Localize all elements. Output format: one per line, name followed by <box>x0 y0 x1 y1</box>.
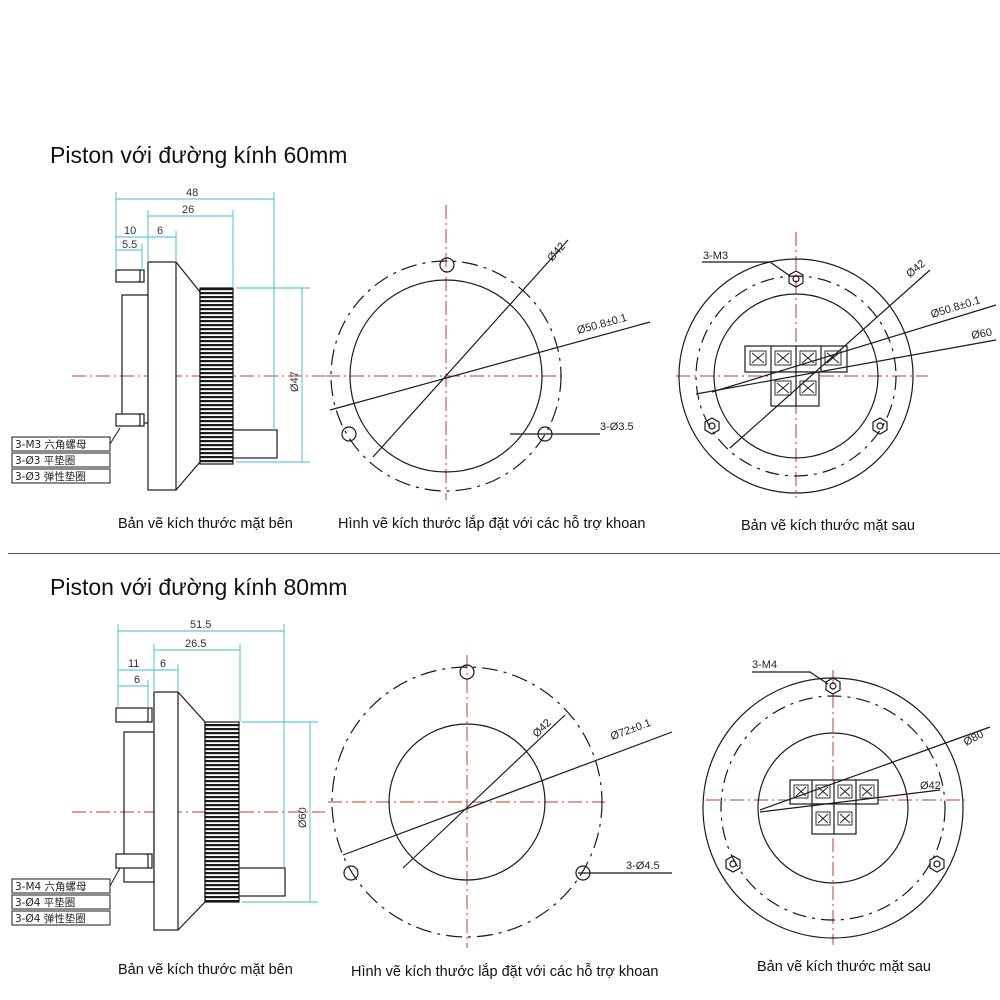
dim-b-60: 6 <box>157 225 163 237</box>
dim-overall-60: 48 <box>186 187 198 199</box>
side-view-60 <box>72 192 325 491</box>
back-80-thread: 3-M4 <box>752 659 777 671</box>
dim-c-80: 6 <box>134 674 140 686</box>
dim-overall-80: 51.5 <box>190 619 211 631</box>
dim-dia-80: Ø60 <box>297 807 309 828</box>
mount-60-pcd: Ø50.8±0.1 <box>576 312 629 337</box>
caption-back-60: Bản vẽ kích thước mặt sau <box>741 518 915 534</box>
mount-80-holes: 3-Ø4.5 <box>626 860 660 872</box>
mount-view-80 <box>328 655 673 948</box>
hardware-80-spring-washer: 3-Ø4 弹性垫圈 <box>15 912 86 925</box>
dim-c-60: 5.5 <box>122 239 137 251</box>
caption-mount-60: Hình vẽ kích thước lắp đặt với các hỗ tr… <box>338 516 646 532</box>
hardware-table-60 <box>11 427 121 484</box>
hardware-table-80 <box>11 867 121 926</box>
back-view-80 <box>702 670 991 945</box>
mount-80-inner-dia: Ø42 <box>531 717 554 740</box>
hardware-60-nut: 3-M3 六角螺母 <box>15 439 87 451</box>
back-80-d1: Ø80 <box>962 728 986 748</box>
dim-mid-80: 26.5 <box>185 638 206 650</box>
hardware-60-spring-washer: 3-Ø3 弹性垫圈 <box>15 470 86 483</box>
back-80-d2: Ø42 <box>920 780 941 792</box>
mount-60-holes: 3-Ø3.5 <box>600 421 634 433</box>
hardware-60-washer: 3-Ø3 平垫圈 <box>15 454 75 467</box>
mount-view-60 <box>326 205 651 500</box>
side-view-80 <box>72 624 325 931</box>
dim-b-80: 6 <box>160 658 166 670</box>
hardware-80-nut: 3-M4 六角螺母 <box>15 881 87 893</box>
mount-80-pcd: Ø72±0.1 <box>609 717 653 743</box>
back-60-d3: Ø60 <box>970 327 993 342</box>
section-divider <box>8 553 1000 554</box>
caption-back-80: Bản vẽ kích thước mặt sau <box>757 959 931 975</box>
caption-side-80: Bản vẽ kích thước mặt bên <box>118 962 293 978</box>
dim-dia-60: Ø47 <box>289 371 301 392</box>
dim-a-60: 10 <box>124 225 136 237</box>
hardware-80-washer: 3-Ø4 平垫圈 <box>15 896 75 909</box>
back-60-thread: 3-M3 <box>703 250 728 262</box>
section-title-80mm: Piston với đường kính 80mm <box>50 574 348 600</box>
caption-side-60: Bản vẽ kích thước mặt bên <box>118 516 293 532</box>
back-60-d1: Ø42 <box>904 258 928 281</box>
section-title-60mm: Piston với đường kính 60mm <box>50 142 348 168</box>
back-view-60 <box>676 232 997 498</box>
dim-a-80: 11 <box>128 658 139 670</box>
dim-mid-60: 26 <box>182 204 194 216</box>
caption-mount-80: Hình vẽ kích thước lắp đặt với các hỗ tr… <box>351 964 659 980</box>
